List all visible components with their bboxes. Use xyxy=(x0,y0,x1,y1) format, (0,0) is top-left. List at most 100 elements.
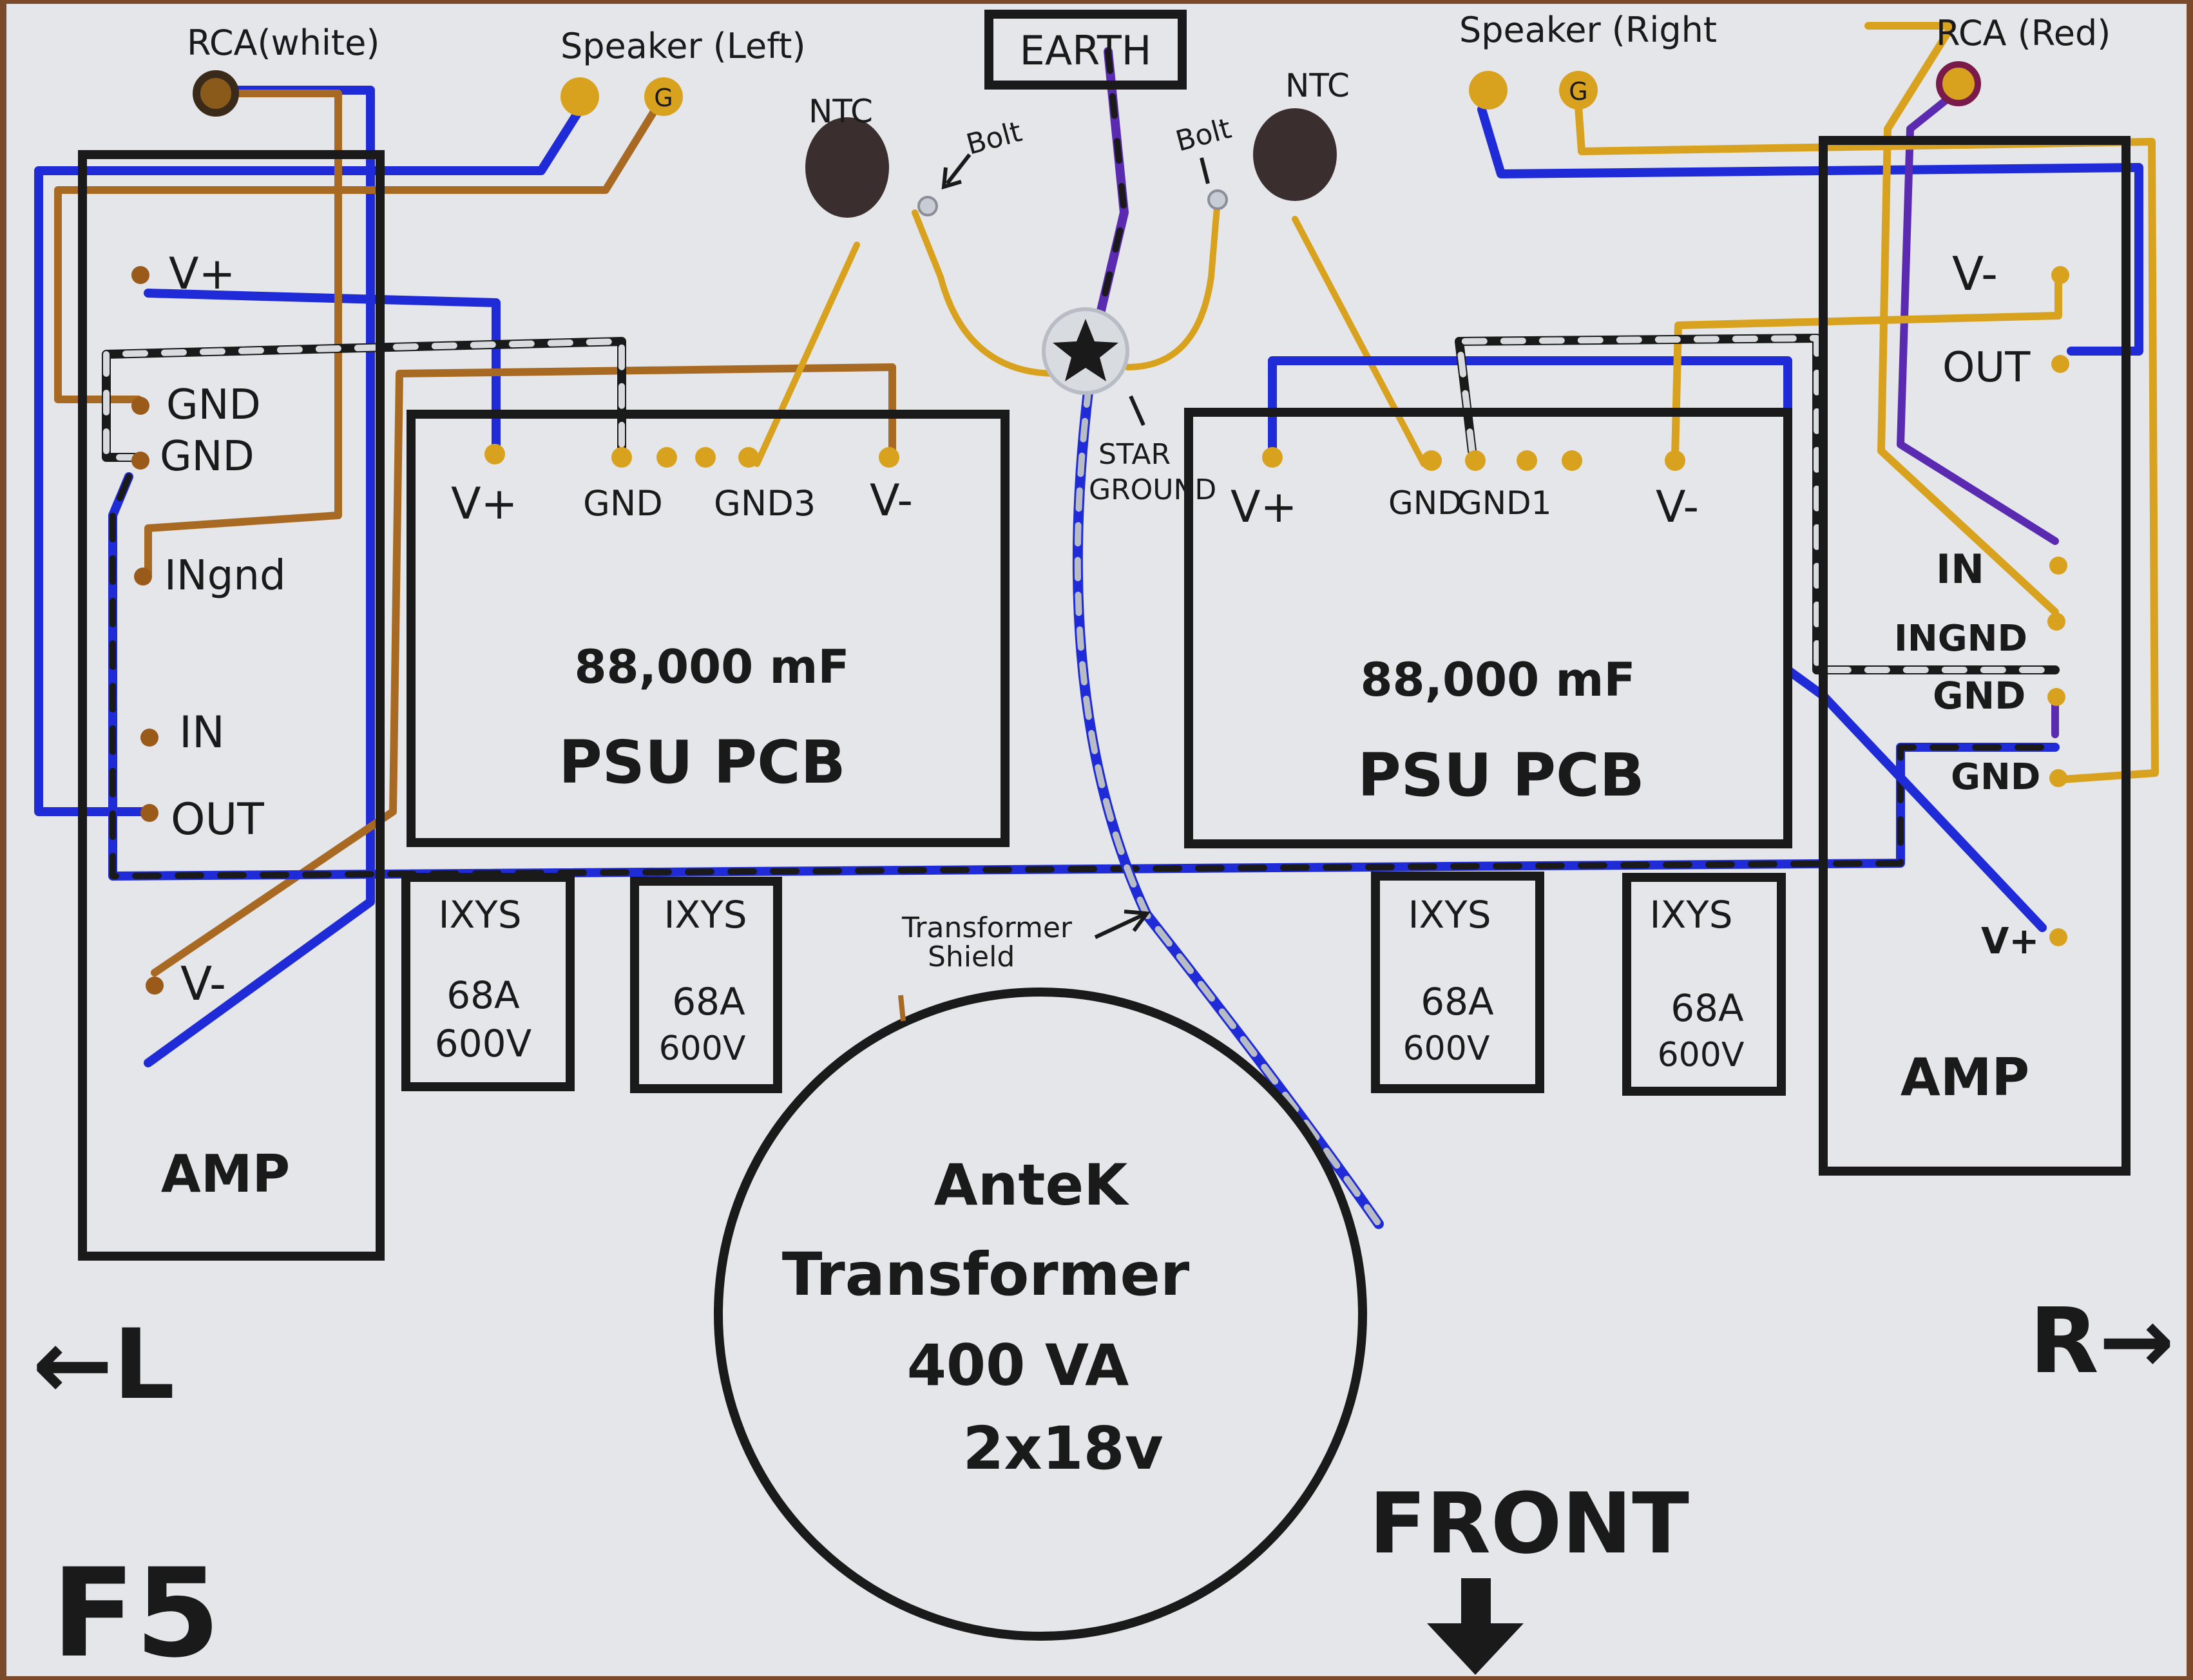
psu-left-pad-gnd xyxy=(611,447,632,468)
psu-left-capacitance: 88,000 mF xyxy=(574,640,849,694)
earth-terminal-box xyxy=(984,10,1187,90)
amp-right-pin-vplus: V+ xyxy=(1981,921,2039,962)
speaker-left-ground-mark: G xyxy=(654,84,673,112)
front-arrow-icon xyxy=(1427,1578,1524,1675)
wire-ntc-right-lead-2 xyxy=(1124,196,1221,370)
amp-right-pin-gnd1: GND xyxy=(1933,674,2025,718)
speaker-right-jack-ground xyxy=(1559,71,1598,110)
amp-right-pad-vplus xyxy=(2049,928,2067,946)
wires xyxy=(34,22,2159,1229)
transformer-make: AnteK xyxy=(934,1152,1130,1218)
transformer: AnteK Transformer 400 VA 2x18v Transform… xyxy=(714,910,1367,1641)
ntc-right-label: NTC xyxy=(1285,67,1350,104)
wire-ntc-left-lead-1 xyxy=(754,242,860,467)
ntc-right-bolt xyxy=(1207,189,1228,210)
amp-left-pad-vplus xyxy=(131,266,149,284)
psu-right-outline xyxy=(1184,408,1792,848)
amp-left-pad-out xyxy=(140,804,158,822)
speaker-left-jack-signal xyxy=(560,77,599,116)
amp-right-pin-ingnd: INGND xyxy=(1894,618,2027,660)
star-ground-arrow xyxy=(1129,395,1145,426)
psu-right-pin-vplus: V+ xyxy=(1231,482,1298,533)
amp-right-pad-ingnd xyxy=(2047,613,2065,631)
ntc-left-bolt-arrow xyxy=(945,153,972,185)
wire-left-out-speaker xyxy=(34,105,584,816)
amp-left-outline xyxy=(78,150,385,1261)
amp-right-pin-out: OUT xyxy=(1942,344,2031,392)
earth-terminal-label: EARTH xyxy=(1020,27,1152,74)
rectifier-4-current: 68A xyxy=(1671,986,1744,1030)
left-marker: ←L xyxy=(32,1309,175,1421)
wire-left-rca-gnd xyxy=(144,90,342,577)
transformer-secondary: 2x18v xyxy=(962,1414,1163,1483)
star-ground: STAR GROUND xyxy=(1042,307,1216,506)
amp-right-pin-in: IN xyxy=(1936,546,1984,593)
speaker-right-jack-signal xyxy=(1469,71,1508,110)
amp-left-pin-vminus: V- xyxy=(180,957,226,1011)
amp-right-pad-in xyxy=(2049,557,2067,575)
rectifier-1-outline xyxy=(401,873,575,1091)
amp-right-pin-vminus: V- xyxy=(1952,247,1998,301)
rectifier-2-current: 68A xyxy=(672,980,745,1024)
star-ground-label-1: STAR xyxy=(1098,438,1171,471)
rectifier-1-current: 68A xyxy=(446,973,520,1017)
psu-right-pin-gnd: GND xyxy=(1388,484,1462,522)
psu-left-title: PSU PCB xyxy=(559,728,846,797)
wire-left-vplus xyxy=(144,289,501,455)
wire-bottom-gnd-bus-dash xyxy=(110,473,2058,879)
rectifier-2-maker: IXYS xyxy=(664,893,747,937)
speaker-left-jack-ground xyxy=(644,77,683,116)
amp-left-pin-in: IN xyxy=(179,707,225,758)
transformer-shield-label-2: Shield xyxy=(928,940,1015,973)
amp-left: AMP V+ GND GND INgnd IN OUT V- xyxy=(78,150,385,1261)
amp-right-pad-vminus xyxy=(2051,266,2069,284)
wire-right-rca-gnd xyxy=(1864,22,2059,616)
transformer-rating: 400 VA xyxy=(907,1332,1129,1398)
speaker-right-label: Speaker (Right xyxy=(1459,10,1717,50)
star-ground-star-icon xyxy=(1053,319,1118,381)
psu-left-pad-extra-1 xyxy=(656,447,677,468)
front-arrow-head xyxy=(1427,1623,1524,1675)
amp-left-pin-gnd2: GND xyxy=(160,433,254,481)
psu-left-pad-extra-2 xyxy=(695,447,716,468)
wire-right-gnd-bus-dash xyxy=(1456,335,2058,673)
psu-right-pin-vminus: V- xyxy=(1656,482,1699,533)
project-label: F5 xyxy=(52,1542,220,1680)
psu-left-pad-vplus xyxy=(484,444,505,464)
speaker-right: G Speaker (Right xyxy=(1459,10,1717,110)
amp-right-pad-gnd1 xyxy=(2047,688,2065,706)
wire-right-speaker xyxy=(1477,105,2143,356)
ntc-left-label: NTC xyxy=(809,93,873,130)
rca-left-jack xyxy=(193,70,239,117)
wire-right-vminus xyxy=(1671,273,2062,461)
rca-right-jack xyxy=(1936,61,1981,106)
rectifier-4: IXYS 68A 600V xyxy=(1622,873,1786,1096)
rca-left: RCA(white) xyxy=(187,23,379,117)
amp-right-pad-gnd2 xyxy=(2049,769,2067,787)
psu-right-pad-extra-1 xyxy=(1517,450,1537,471)
wire-right-rca-signal xyxy=(1897,86,2059,545)
rectifier-1-voltage: 600V xyxy=(435,1022,532,1065)
rca-left-label: RCA(white) xyxy=(187,23,379,63)
rectifier-3-voltage: 600V xyxy=(1403,1029,1490,1068)
amp-left-pad-in xyxy=(140,729,158,747)
ntc-right-body xyxy=(1253,108,1337,201)
right-marker: R→ xyxy=(2029,1289,2174,1394)
amp-left-pin-ingnd: INgnd xyxy=(164,552,286,600)
speaker-left-label: Speaker (Left) xyxy=(560,26,806,66)
ntc-left-body xyxy=(805,117,889,218)
amp-right-pin-gnd2: GND xyxy=(1951,756,2040,798)
psu-left-outline xyxy=(407,410,1010,847)
rectifier-2-outline xyxy=(630,877,782,1093)
ntc-left-bolt xyxy=(917,196,938,216)
psu-right-pad-vminus xyxy=(1665,450,1685,471)
amp-right: AMP V- OUT IN INGND GND GND V+ xyxy=(1819,136,2131,1176)
psu-right-title: PSU PCB xyxy=(1357,741,1645,810)
wire-earth-dash xyxy=(1092,48,1127,338)
psu-right-pad-extra-2 xyxy=(1562,450,1582,471)
psu-left-pin-vplus: V+ xyxy=(451,479,518,530)
transformer-shield-arrow xyxy=(1094,913,1145,939)
amp-left-pin-out: OUT xyxy=(171,794,264,845)
psu-right-capacitance: 88,000 mF xyxy=(1360,653,1635,707)
